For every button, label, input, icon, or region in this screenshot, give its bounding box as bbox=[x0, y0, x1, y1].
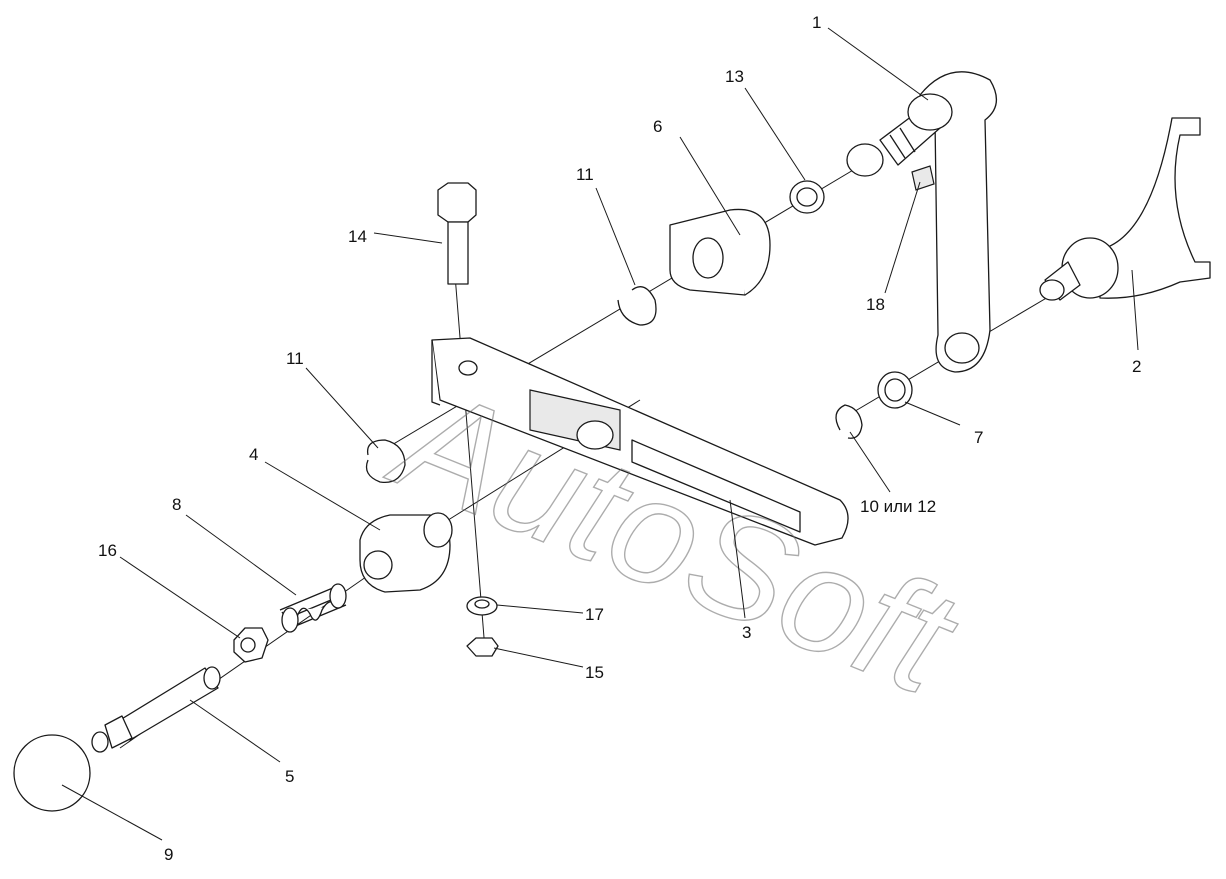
watermark: AutoSoft bbox=[371, 351, 980, 727]
callout-16: 16 bbox=[98, 541, 117, 560]
callout-10-or-12: 10 или 12 bbox=[860, 497, 936, 516]
callout-1: 1 bbox=[812, 13, 821, 32]
axis-bolt bbox=[454, 274, 486, 651]
part-17-washer-hole bbox=[474, 599, 490, 609]
callout-11-upper: 11 bbox=[576, 165, 594, 184]
callout-3: 3 bbox=[742, 623, 751, 642]
callout-13: 13 bbox=[725, 67, 744, 86]
part-7-washer-hole bbox=[884, 378, 906, 402]
callout-15: 15 bbox=[585, 663, 604, 682]
part-18-key bbox=[911, 165, 935, 191]
part-9-knob bbox=[13, 734, 91, 812]
part-11-ring-lower bbox=[365, 439, 406, 484]
callouts: 1 2 3 4 5 6 7 8 9 10 или 12 11 11 13 14 … bbox=[98, 13, 1141, 864]
callout-17: 17 bbox=[585, 605, 604, 624]
callout-7: 7 bbox=[974, 428, 983, 447]
callout-5: 5 bbox=[285, 767, 294, 786]
callout-9: 9 bbox=[164, 845, 173, 864]
part-10-12-ring bbox=[835, 404, 863, 439]
callout-18: 18 bbox=[866, 295, 885, 314]
part-5-shaft bbox=[91, 666, 221, 753]
callout-11-lower: 11 bbox=[286, 349, 304, 368]
part-6-block bbox=[669, 208, 771, 296]
callout-4: 4 bbox=[249, 445, 258, 464]
part-4-housing bbox=[359, 512, 453, 593]
part-2-fork bbox=[1039, 117, 1211, 301]
part-14-bolt bbox=[437, 182, 477, 285]
part-1-arm bbox=[846, 71, 997, 373]
callout-6: 6 bbox=[653, 117, 662, 136]
part-3-lever bbox=[431, 337, 849, 546]
part-16-nut-hole bbox=[240, 637, 256, 653]
part-8-spring bbox=[279, 583, 347, 633]
callout-2: 2 bbox=[1132, 357, 1141, 376]
part-15-nut bbox=[466, 637, 499, 657]
part-11-ring-upper bbox=[617, 286, 657, 326]
leader-lines bbox=[61, 27, 1139, 841]
part-13-washer-hole bbox=[796, 187, 818, 207]
callout-14: 14 bbox=[348, 227, 367, 246]
callout-8: 8 bbox=[172, 495, 181, 514]
